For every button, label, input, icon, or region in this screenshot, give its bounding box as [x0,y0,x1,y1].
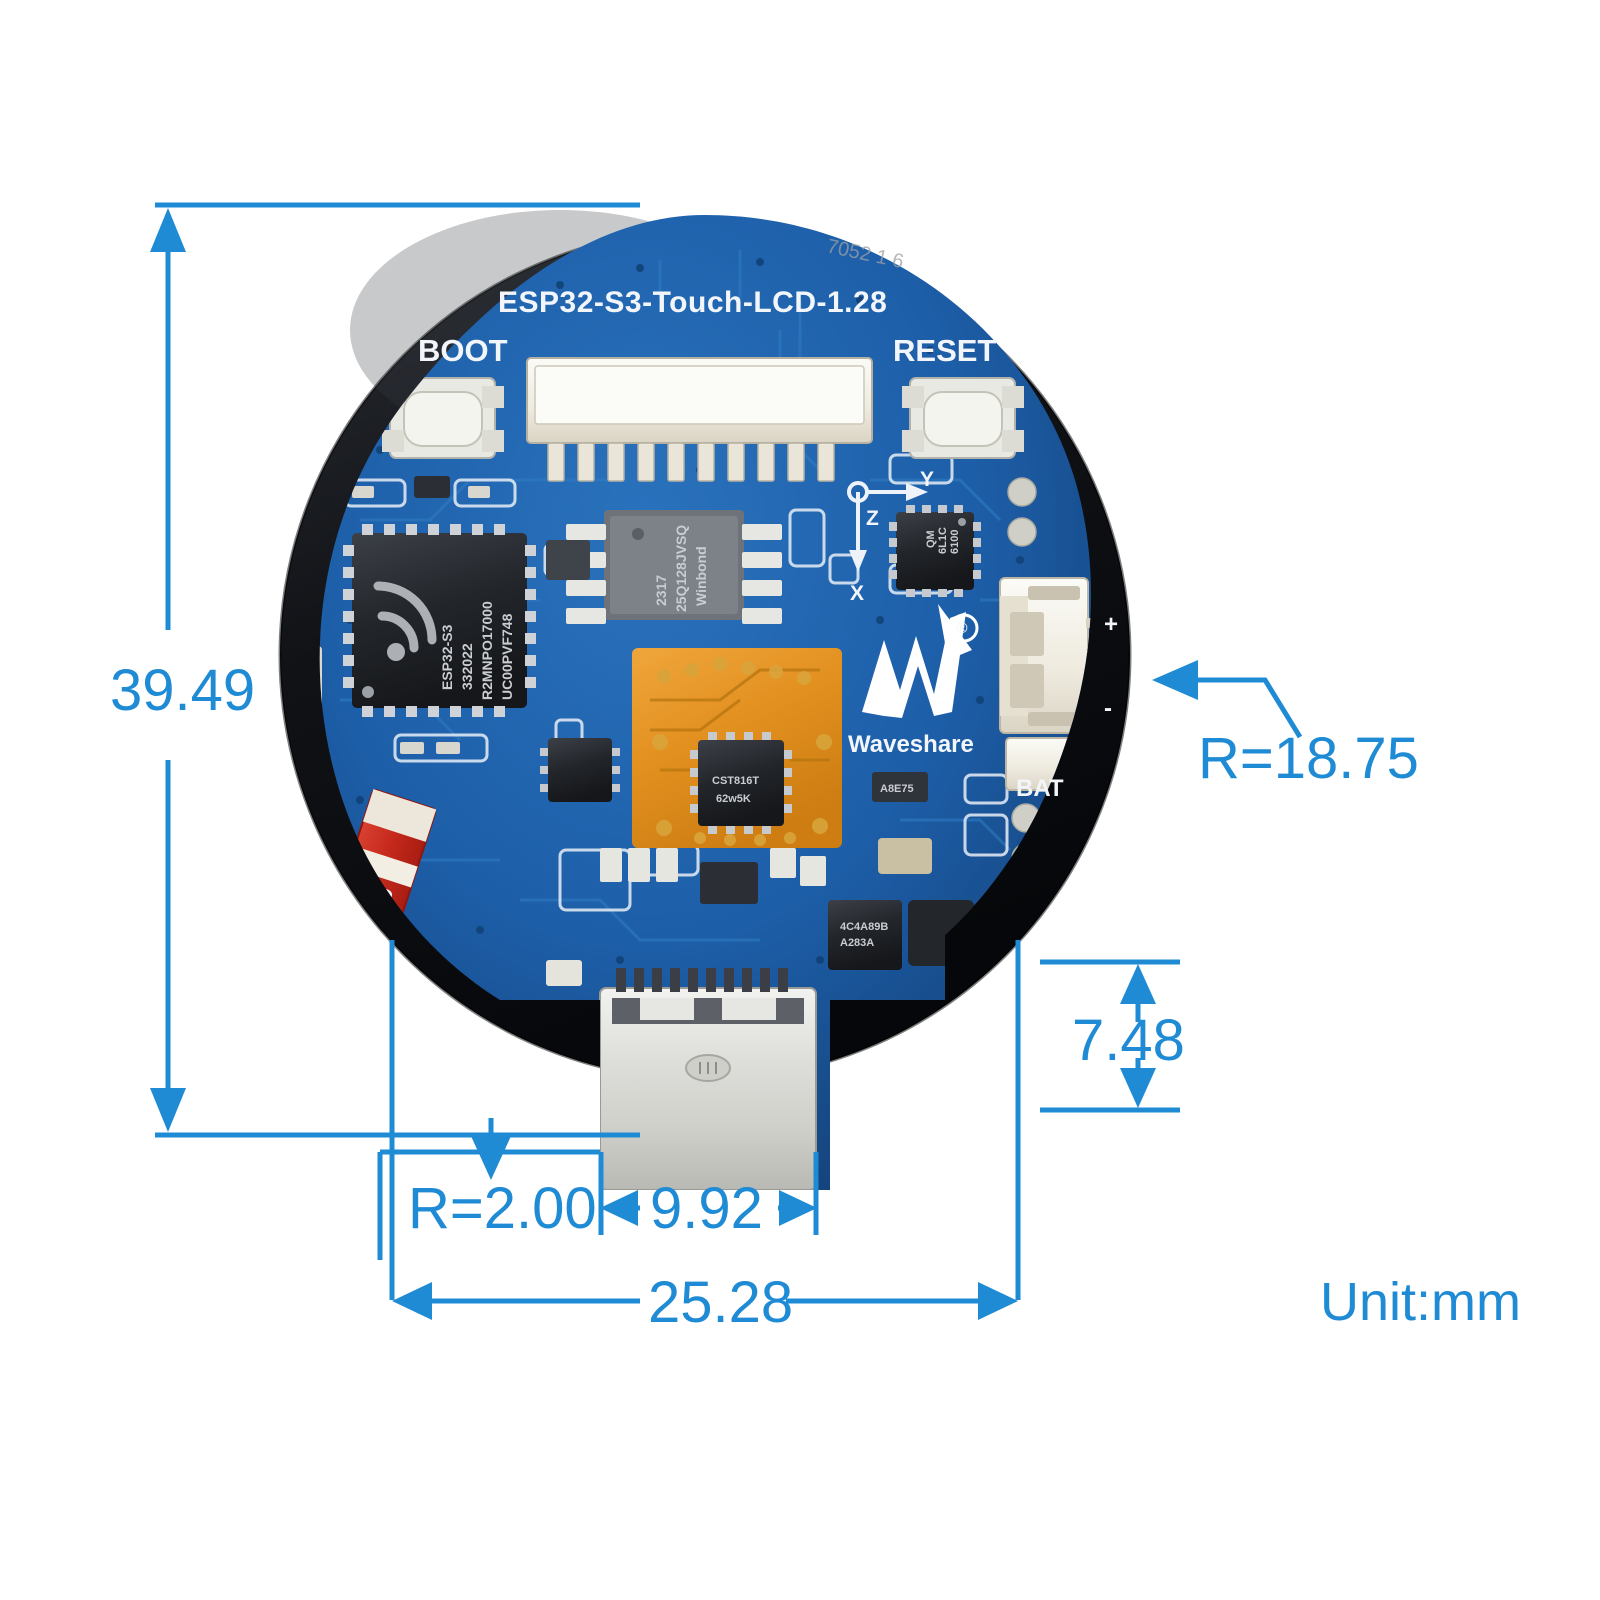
smd-components: 4C4A89B A283A A8E75 [319,476,1041,1086]
dimension-corner-radius [1152,660,1303,739]
unit-label: Unit:mm [1320,1272,1521,1332]
axis-z-label: Z [866,507,879,530]
esp32-mark-line2: 332022 [459,643,475,690]
flash-mark-line3: 2317 [653,575,669,606]
bat-label-silk: BAT [1016,775,1064,802]
touch-mark-line1: CST816T [712,775,759,787]
pmic-mark-line1: 4C4A89B [840,921,888,933]
dimension-label-overall-width: 25.28 [648,1270,793,1335]
flash-chip: Winbond 25Q128JVSQ 2317 [566,510,782,624]
lcd-flex-connector [526,357,873,482]
dimension-label-usb-width: 9.92 [650,1176,763,1241]
touch-flex-assembly: CST816T 62w5K [632,648,842,848]
battery-connector-component [999,577,1092,791]
esp32-mark-line1: ESP32-S3 [439,624,455,690]
dimension-overall-width [389,940,1021,1320]
dimension-label-overall-height: 39.49 [110,658,255,723]
product-name-silk: ESP32-S3-Touch-LCD-1.28 [498,286,887,319]
brand-label-silk: Waveshare [848,731,974,758]
reset-label-silk: RESET [893,333,996,368]
dimension-notch-radius [380,1118,600,1180]
axis-x-label: X [850,582,864,605]
touch-mark-line2: 62w5K [716,793,751,805]
dimension-usb-width [598,1152,819,1235]
waveshare-logo-icon: ® [862,604,979,718]
dimension-label-corner-radius: R=18.75 [1198,726,1419,791]
registered-mark: ® [956,620,967,637]
flash-mark-line2: 25Q128JVSQ [673,525,689,612]
pmic-mark-line2: A283A [840,937,874,949]
pcb-surface-details: ESP32-S3 332022 R2MNPO17000 UC00PVF748 [319,250,1092,1190]
flash-mark-line1: Winbond [693,546,709,606]
usb-c-connector [599,968,817,1190]
esp32-mark-line3: R2MNPO17000 [479,601,495,700]
boot-label-silk: BOOT [418,333,508,368]
espressif-logo-icon [373,581,437,653]
axis-y-label: Y [920,468,934,491]
reset-button-component [902,377,1024,459]
battery-plus-silk: + [1104,611,1118,638]
sot-mark: A8E75 [880,783,914,795]
imu-mark-line1: QM [925,530,937,548]
dimension-usb-offset [1040,959,1180,1113]
imu-chip: QM 6L1C 6100 [889,505,981,597]
imu-mark-line3: 6100 [949,530,961,554]
axis-orientation-icon [847,481,928,572]
dimension-label-usb-offset: 7.48 [1072,1008,1185,1073]
esp32-mark-line4: UC00PVF748 [499,613,515,700]
imu-mark-line2: 6L1C [937,527,949,554]
dimension-label-notch-radius: R=2.00 [408,1176,597,1241]
esp32-s3-chip: ESP32-S3 332022 R2MNPO17000 UC00PVF748 [343,524,536,717]
dimension-overall-height [150,202,640,1138]
battery-minus-silk: - [1104,695,1112,722]
